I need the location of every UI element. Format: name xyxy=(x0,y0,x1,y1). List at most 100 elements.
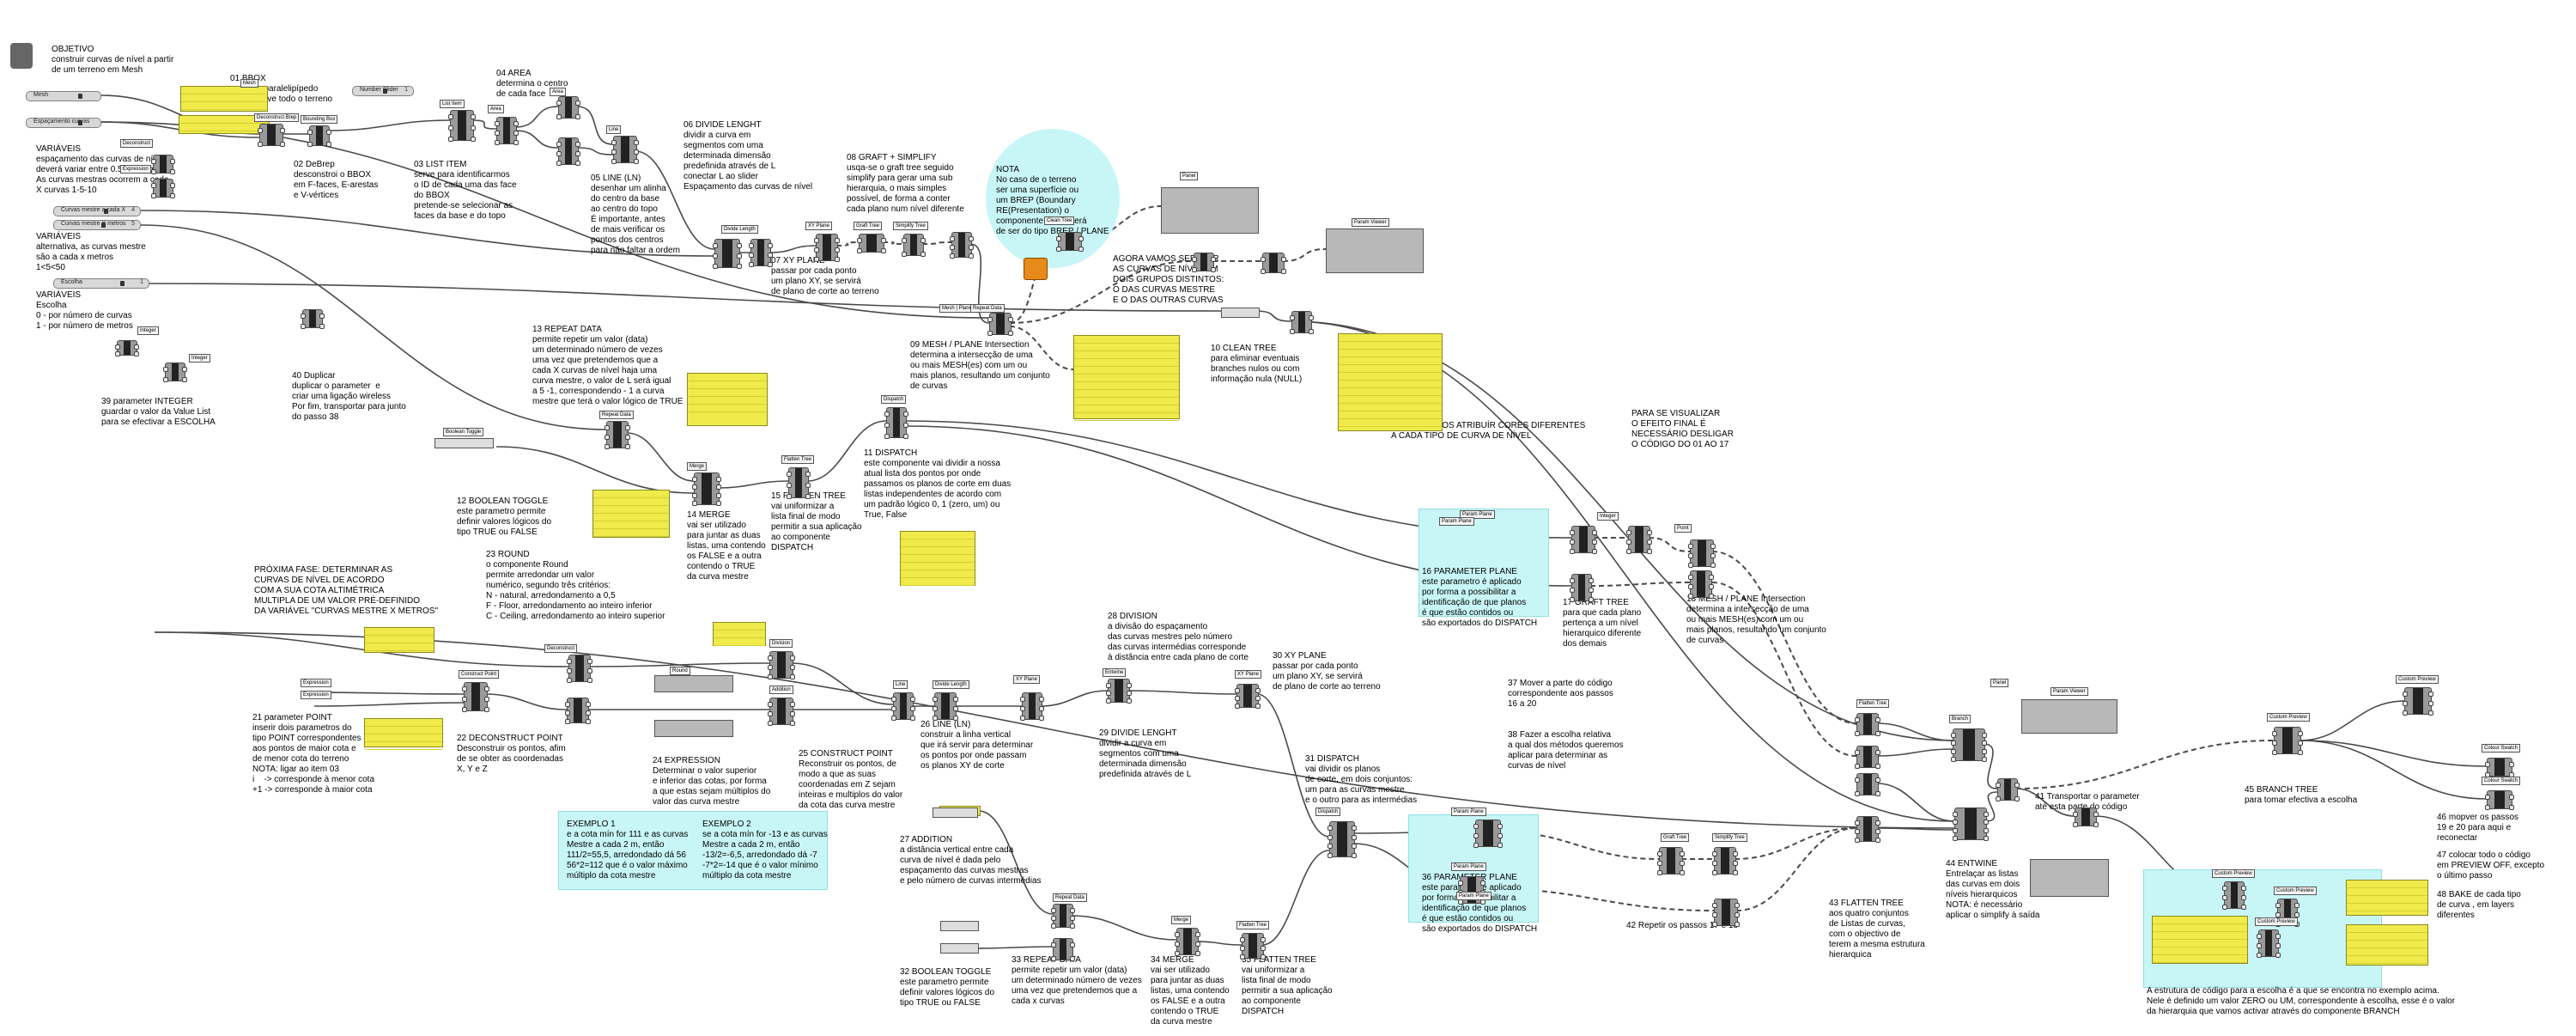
viewer-branch[interactable] xyxy=(2030,859,2109,897)
component-pin[interactable] xyxy=(1951,748,1956,754)
component-pin[interactable] xyxy=(1106,698,1111,704)
component-pin[interactable] xyxy=(903,434,908,439)
component-pin[interactable] xyxy=(513,131,519,136)
component-pin[interactable] xyxy=(790,674,795,679)
component-pin[interactable] xyxy=(611,159,617,164)
component-pin[interactable] xyxy=(835,247,840,253)
gh-component[interactable] xyxy=(605,421,630,449)
component-pin[interactable] xyxy=(1240,954,1245,960)
component-pin[interactable] xyxy=(953,706,958,711)
component-pin[interactable] xyxy=(933,697,938,702)
component-pin[interactable] xyxy=(1473,824,1479,829)
gh-component[interactable] xyxy=(1712,899,1740,927)
panel-flatten[interactable] xyxy=(900,531,975,586)
component-pin[interactable] xyxy=(1875,820,1880,826)
component-pin[interactable] xyxy=(634,159,639,164)
component-pin[interactable] xyxy=(1875,750,1880,755)
component-pin[interactable] xyxy=(910,706,915,711)
gh-component[interactable] xyxy=(163,363,187,382)
component-pin[interactable] xyxy=(1589,578,1594,583)
component-pin[interactable] xyxy=(969,245,974,250)
component-pin[interactable] xyxy=(1570,549,1575,554)
component-pin[interactable] xyxy=(575,161,580,166)
viewer-entwine[interactable] xyxy=(2021,699,2117,734)
component-pin[interactable] xyxy=(163,377,168,382)
boolean-toggle-4[interactable] xyxy=(940,943,979,954)
component-pin[interactable] xyxy=(2222,905,2227,910)
component-pin[interactable] xyxy=(2093,822,2099,827)
component-pin[interactable] xyxy=(319,324,325,329)
boolean-toggle-2[interactable] xyxy=(933,807,978,818)
component-pin[interactable] xyxy=(2298,731,2303,736)
component-pin[interactable] xyxy=(884,411,890,417)
component-pin[interactable] xyxy=(1352,853,1357,858)
component-pin[interactable] xyxy=(692,477,697,482)
component-pin[interactable] xyxy=(1710,544,1716,549)
component-pin[interactable] xyxy=(1290,329,1295,334)
gh-component[interactable] xyxy=(1106,679,1132,704)
component-pin[interactable] xyxy=(1688,544,1693,549)
gh-component[interactable] xyxy=(1657,847,1685,875)
component-pin[interactable] xyxy=(1078,247,1084,252)
gh-component[interactable] xyxy=(462,682,489,712)
component-pin[interactable] xyxy=(1733,851,1738,856)
gh-component[interactable] xyxy=(1688,539,1716,568)
component-pin[interactable] xyxy=(1192,267,1197,272)
component-pin[interactable] xyxy=(1175,932,1180,937)
component-pin[interactable] xyxy=(2222,886,2227,891)
gh-component[interactable] xyxy=(1051,938,1075,961)
component-pin[interactable] xyxy=(1626,539,1631,545)
component-pin[interactable] xyxy=(987,331,993,336)
component-pin[interactable] xyxy=(556,151,562,156)
component-pin[interactable] xyxy=(884,423,890,428)
component-pin[interactable] xyxy=(1195,951,1200,956)
component-pin[interactable] xyxy=(1070,956,1075,961)
gh-component[interactable] xyxy=(1855,746,1880,769)
expr-top[interactable] xyxy=(654,675,733,692)
gh-component[interactable] xyxy=(1261,253,1286,274)
component-pin[interactable] xyxy=(713,253,718,259)
component-pin[interactable] xyxy=(1712,851,1717,856)
component-pin[interactable] xyxy=(1996,796,2001,801)
component-pin[interactable] xyxy=(1589,597,1594,602)
component-pin[interactable] xyxy=(1733,861,1738,866)
gh-component[interactable] xyxy=(2073,807,2099,827)
component-pin[interactable] xyxy=(1875,731,1880,736)
component-pin[interactable] xyxy=(1008,331,1013,336)
component-pin[interactable] xyxy=(134,351,139,357)
component-pin[interactable] xyxy=(1710,553,1716,558)
component-pin[interactable] xyxy=(484,707,489,712)
component-pin[interactable] xyxy=(790,655,795,661)
component-pin[interactable] xyxy=(1127,683,1132,688)
gh-component[interactable] xyxy=(1290,311,1314,334)
component-pin[interactable] xyxy=(1984,812,1989,817)
component-pin[interactable] xyxy=(1733,870,1738,875)
component-pin[interactable] xyxy=(790,721,795,726)
component-pin[interactable] xyxy=(1875,764,1880,769)
gh-component[interactable] xyxy=(1235,684,1261,709)
component-pin[interactable] xyxy=(1235,696,1240,701)
component-pin[interactable] xyxy=(1020,697,1025,702)
gh-component[interactable] xyxy=(2403,687,2433,716)
component-pin[interactable] xyxy=(1352,826,1357,831)
component-pin[interactable] xyxy=(115,351,120,357)
component-pin[interactable] xyxy=(1570,588,1575,593)
component-pin[interactable] xyxy=(2073,822,2078,827)
component-pin[interactable] xyxy=(1211,257,1216,262)
component-pin[interactable] xyxy=(1709,575,1714,580)
component-pin[interactable] xyxy=(1855,717,1860,722)
component-pin[interactable] xyxy=(2275,943,2281,948)
component-pin[interactable] xyxy=(857,238,862,243)
component-pin[interactable] xyxy=(1327,844,1333,850)
component-pin[interactable] xyxy=(1712,912,1717,917)
component-pin[interactable] xyxy=(151,169,156,174)
component-pin[interactable] xyxy=(1688,575,1693,580)
component-pin[interactable] xyxy=(881,248,886,253)
component-pin[interactable] xyxy=(2241,905,2246,910)
component-pin[interactable] xyxy=(790,702,795,707)
component-pin[interactable] xyxy=(768,711,773,716)
component-pin[interactable] xyxy=(2428,701,2433,706)
component-pin[interactable] xyxy=(1570,539,1575,545)
component-pin[interactable] xyxy=(920,252,926,257)
